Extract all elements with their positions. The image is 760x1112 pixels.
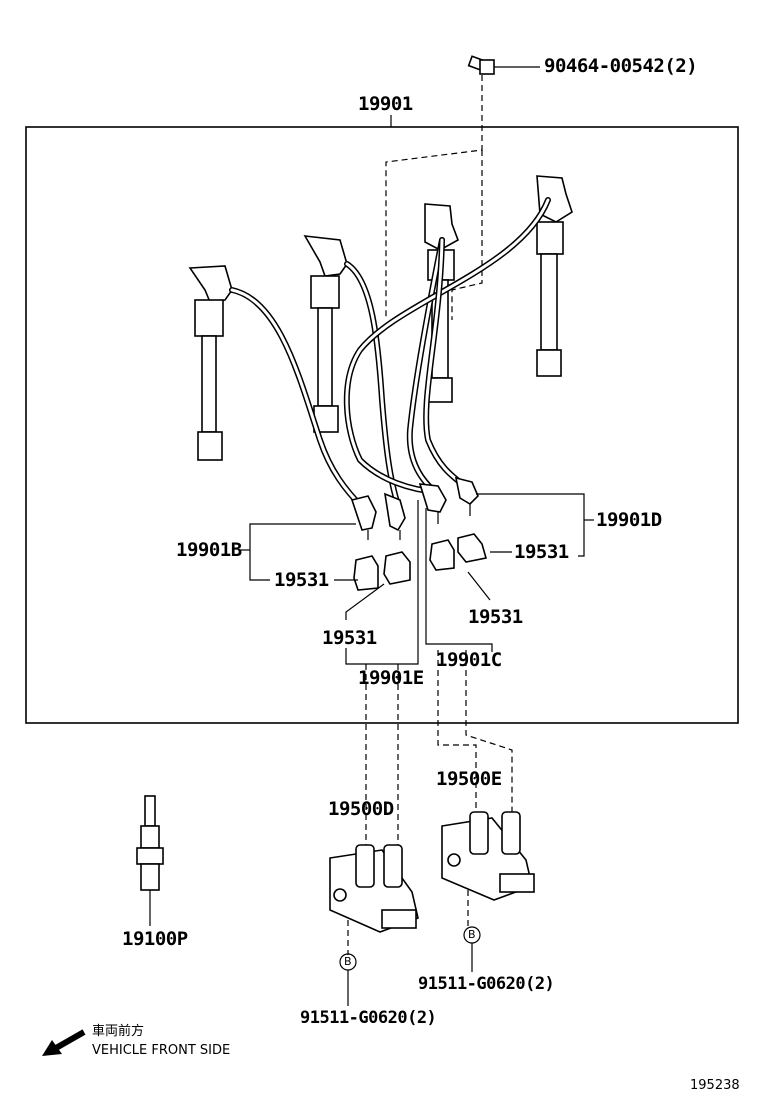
cord-clamp-icon bbox=[353, 533, 488, 591]
cord-e-label: 19901E bbox=[358, 667, 424, 689]
bolt-icon bbox=[467, 55, 540, 75]
figure-id: 195238 bbox=[690, 1078, 740, 1093]
coil-e-label: 19500E bbox=[436, 768, 502, 790]
bolt-right-label: 91511-G0620(2) bbox=[418, 974, 555, 994]
leader-lines bbox=[238, 493, 594, 665]
cord-d-label: 19901D bbox=[596, 509, 662, 531]
spark-plug-label: 19100P bbox=[122, 928, 188, 950]
ignition-coil-icon-2 bbox=[441, 811, 535, 901]
coil-d-label: 19500D bbox=[328, 798, 394, 820]
spark-plug-icon bbox=[136, 795, 164, 926]
ref-b-left: B bbox=[344, 955, 352, 968]
coil-boot-icon bbox=[350, 476, 479, 540]
cord-c-label: 19901C bbox=[436, 649, 502, 671]
bolt-top-label: 90464-00542(2) bbox=[544, 55, 698, 77]
clamp-right-lower-label: 19531 bbox=[468, 606, 523, 628]
clamp-left-lower-label: 19531 bbox=[322, 627, 377, 649]
clamp-left-upper-label: 19531 bbox=[274, 569, 329, 591]
direction-jp: 車両前方 bbox=[92, 1024, 145, 1039]
bolt-left-label: 91511-G0620(2) bbox=[300, 1008, 437, 1028]
bolt-dash-line bbox=[385, 75, 483, 320]
direction-en: VEHICLE FRONT SIDE bbox=[92, 1043, 231, 1058]
ignition-wires bbox=[229, 197, 551, 513]
cord-set-label: 19901 bbox=[358, 93, 413, 115]
coil-dash-lines bbox=[347, 650, 513, 955]
arrow-front-icon bbox=[42, 1029, 86, 1056]
clamp-right-upper-label: 19531 bbox=[514, 541, 569, 563]
ignition-coil-icon bbox=[329, 844, 419, 933]
ref-b-right: B bbox=[468, 928, 476, 941]
cord-set-frame bbox=[25, 126, 739, 724]
cord-b-label: 19901B bbox=[176, 539, 242, 561]
